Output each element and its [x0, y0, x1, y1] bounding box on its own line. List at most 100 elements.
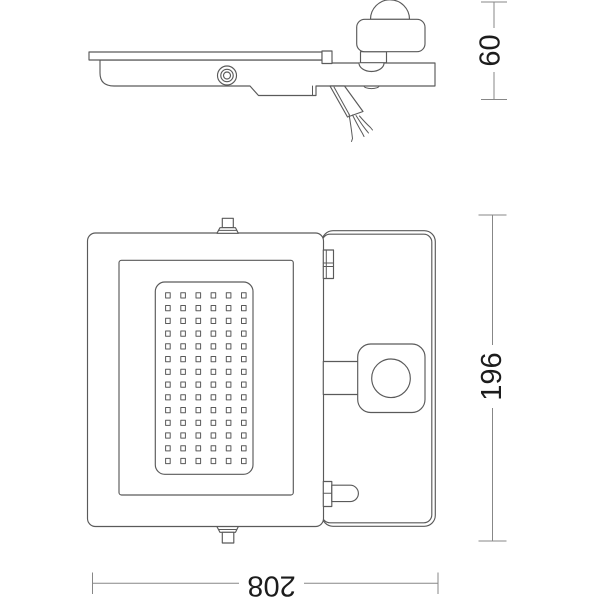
led-chip: [241, 343, 247, 350]
led-chip: [210, 368, 217, 375]
latch-block: [322, 480, 333, 508]
led-chip: [225, 305, 232, 312]
led-chip: [195, 381, 202, 388]
led-chip: [180, 432, 186, 439]
led-chip: [165, 368, 171, 375]
sensor-stem: [322, 360, 360, 396]
led-chip: [225, 292, 232, 299]
led-chip: [165, 445, 171, 452]
hinge-knob: [216, 65, 238, 86]
bottom-tab-cap: [221, 531, 235, 544]
led-chip: [241, 317, 247, 324]
led-grid: [165, 292, 247, 465]
led-chip: [241, 432, 247, 439]
led-chip: [180, 292, 186, 299]
led-chip: [210, 305, 217, 312]
dimension-width: 208: [92, 570, 439, 600]
led-chip: [225, 343, 232, 350]
led-chip: [225, 317, 232, 324]
led-chip: [180, 445, 186, 452]
knob-inner-ring: [222, 71, 232, 80]
led-chip: [165, 356, 171, 363]
led-chip: [180, 381, 186, 388]
cable-assembly: [329, 85, 373, 142]
housing-profile: [99, 59, 436, 97]
led-chip: [195, 317, 202, 324]
led-chip: [165, 305, 171, 312]
led-chip: [180, 407, 186, 414]
led-chip: [210, 292, 217, 299]
led-chip: [195, 445, 202, 452]
wire-3: [355, 115, 369, 134]
cable-gland: [329, 85, 364, 118]
dimension-depth-value: 60: [475, 34, 507, 66]
led-chip: [210, 419, 217, 426]
led-chip: [180, 356, 186, 363]
led-chip: [210, 317, 217, 324]
led-chip: [180, 330, 186, 337]
top-mounting-tab: [216, 217, 239, 234]
sensor-ball-joint: [358, 62, 385, 73]
pir-sensor-side: [356, 0, 426, 90]
led-chip: [241, 381, 247, 388]
led-chip: [165, 432, 171, 439]
led-chip: [165, 457, 171, 465]
led-chip: [180, 457, 186, 465]
led-chip: [225, 432, 232, 439]
led-chip: [225, 368, 232, 375]
led-chip: [165, 407, 171, 414]
led-chip: [180, 419, 186, 426]
led-chip: [225, 381, 232, 388]
led-chip: [165, 394, 171, 401]
led-chip: [241, 407, 247, 414]
sensor-neck: [359, 51, 388, 64]
side-view: [88, 0, 436, 142]
latch: [322, 480, 359, 508]
led-chip: [195, 330, 202, 337]
led-chip: [241, 292, 247, 299]
led-chip: [241, 419, 247, 426]
hinge-clip-body: [322, 249, 335, 280]
led-chip: [210, 394, 217, 401]
latch-pin: [331, 484, 359, 503]
led-chip: [210, 343, 217, 350]
cable-gland-inner-line: [333, 86, 350, 116]
top-tab-cap: [221, 217, 234, 229]
wire-2: [352, 114, 365, 137]
led-chip: [225, 419, 232, 426]
led-chip: [210, 457, 217, 465]
wire-1: [348, 113, 353, 142]
led-chip: [195, 356, 202, 363]
led-chip: [210, 407, 217, 414]
led-chip: [195, 368, 202, 375]
led-chip: [195, 407, 202, 414]
led-chip: [241, 305, 247, 312]
led-chip: [241, 457, 247, 465]
led-chip: [195, 457, 202, 465]
led-chip: [241, 368, 247, 375]
led-chip: [180, 317, 186, 324]
led-chip: [210, 381, 217, 388]
led-chip: [195, 292, 202, 299]
led-chip: [210, 432, 217, 439]
led-chip: [180, 394, 186, 401]
led-chip: [180, 343, 186, 350]
dimension-height-value: 196: [476, 352, 508, 400]
dimension-height: 196: [476, 214, 508, 542]
led-panel: [154, 281, 254, 475]
face-plate-profile: [88, 51, 323, 61]
led-chip: [195, 343, 202, 350]
face-plate-front: [86, 232, 325, 528]
sensor-box: [357, 343, 426, 414]
led-chip: [210, 330, 217, 337]
knob-middle-ring: [220, 68, 234, 83]
led-chip: [195, 305, 202, 312]
led-chip: [195, 394, 202, 401]
led-chip: [165, 381, 171, 388]
led-chip: [225, 457, 232, 465]
wire-4: [359, 115, 373, 131]
led-chip: [165, 419, 171, 426]
led-chip: [225, 445, 232, 452]
